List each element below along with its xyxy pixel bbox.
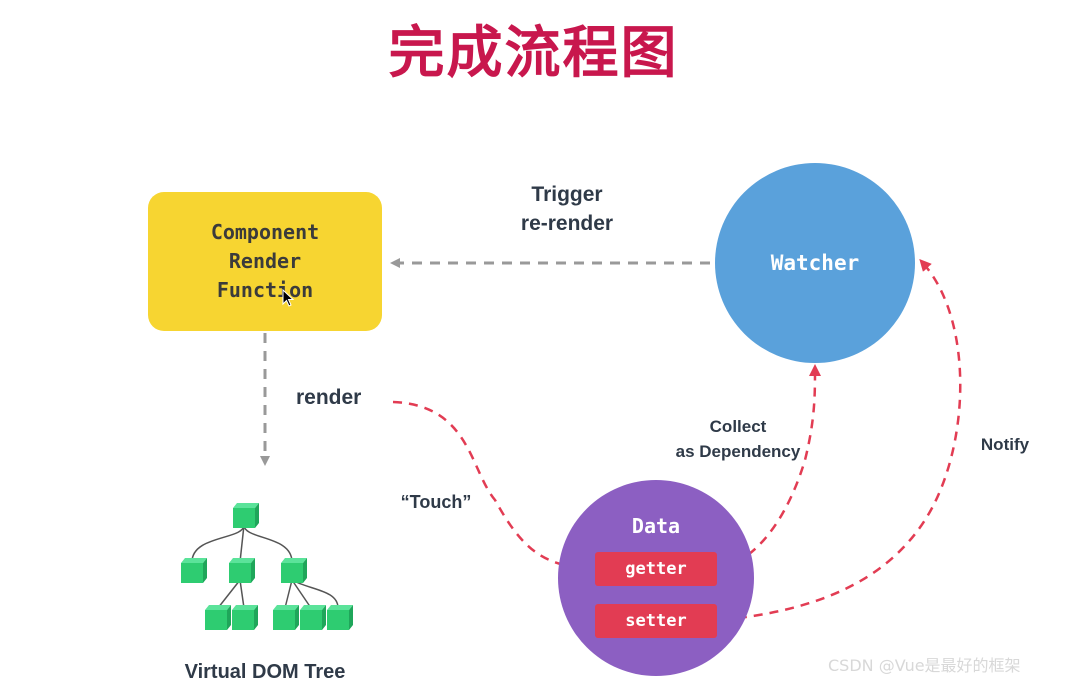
component-render-function-label: Component Render Function: [210, 220, 320, 302]
collect-arrow: [734, 364, 821, 565]
data-label: Data: [631, 514, 681, 538]
watermark: CSDN @Vue是最好的框架: [828, 656, 1021, 675]
dom-node-cube: [181, 558, 207, 583]
dom-node-cube: [229, 558, 255, 583]
mouse-cursor-icon: [282, 289, 295, 307]
data-node: Data getter setter: [558, 480, 754, 676]
page-title: 完成流程图: [388, 21, 679, 86]
dom-node-cube: [233, 503, 259, 528]
notify-arrow: [721, 259, 962, 622]
component-render-function-node: Component Render Function: [148, 192, 382, 331]
virtual-dom-tree: [181, 503, 353, 630]
touch-arrow: [392, 400, 589, 574]
dom-node-cube: [327, 605, 353, 630]
render-label: render: [296, 386, 362, 409]
trigger-rerender-label: Trigger re-render: [520, 183, 614, 235]
dom-node-cube: [281, 558, 307, 583]
virtual-dom-tree-label: Virtual DOM Tree: [184, 661, 346, 683]
dom-node-cube: [300, 605, 326, 630]
dom-node-cube: [232, 605, 258, 630]
watcher-label: Watcher: [770, 251, 860, 275]
dom-node-cube: [273, 605, 299, 630]
watcher-node: Watcher: [715, 163, 915, 363]
touch-label: “Touch”: [400, 492, 472, 512]
collect-dependency-label: Collect as Dependency: [675, 417, 801, 461]
dom-node-cube: [205, 605, 231, 630]
setter-pill: setter: [595, 604, 717, 638]
notify-label: Notify: [980, 435, 1030, 454]
getter-pill: getter: [595, 552, 717, 586]
